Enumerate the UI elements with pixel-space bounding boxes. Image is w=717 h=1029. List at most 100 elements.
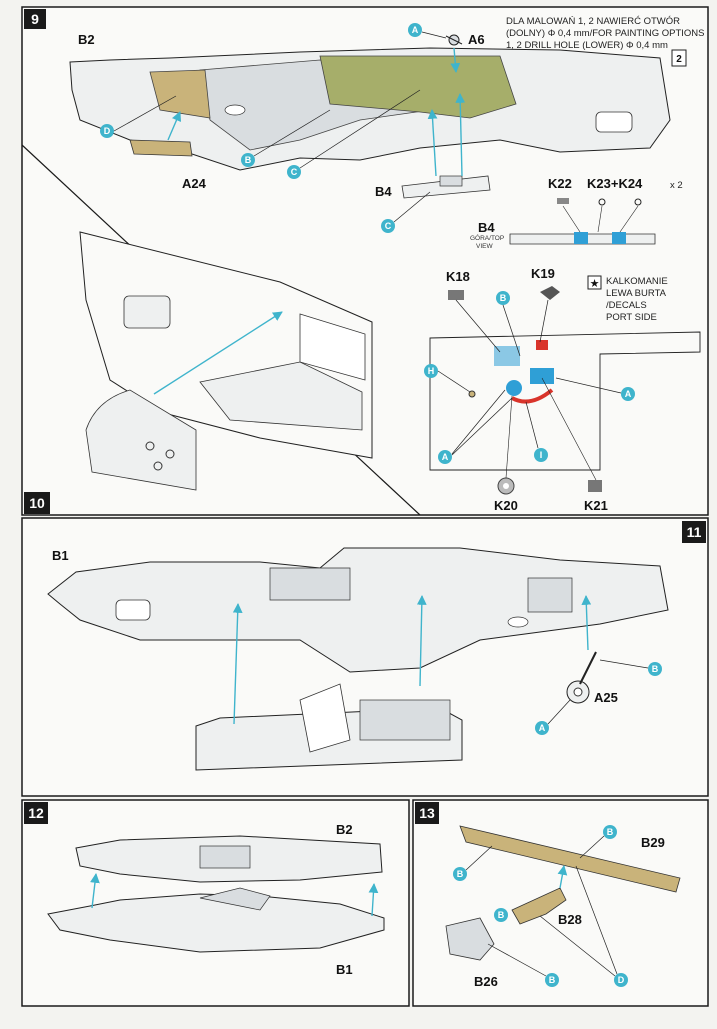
step13-callout-b4-letter: B bbox=[549, 975, 556, 985]
label-b4: B4 bbox=[375, 184, 392, 199]
interior-green-area bbox=[319, 55, 517, 119]
decal-note-line1: KALKOMANIE bbox=[606, 276, 668, 287]
detail-callout-b-letter: B bbox=[500, 293, 507, 303]
detail-callout-a2-letter: A bbox=[442, 452, 449, 462]
decal-gauge bbox=[506, 380, 522, 396]
label-b2: B2 bbox=[78, 32, 95, 47]
label-b2-step12: B2 bbox=[336, 822, 353, 837]
part-k18-icon bbox=[448, 290, 464, 300]
detail-callout-i-circle bbox=[534, 448, 548, 462]
step-10-badge bbox=[24, 492, 50, 514]
part-a24 bbox=[129, 139, 193, 157]
step13-callout-d-letter: D bbox=[618, 975, 625, 985]
callout-b-circle bbox=[241, 153, 255, 167]
fuselage-half-b1 bbox=[47, 547, 669, 673]
callout-c2-letter: C bbox=[385, 221, 392, 231]
label-b1: B1 bbox=[52, 548, 69, 563]
detail-callout-b-circle bbox=[496, 291, 510, 305]
step-12-badge bbox=[24, 802, 48, 824]
callout-c2-circle bbox=[381, 219, 395, 233]
part-k19-icon bbox=[540, 286, 560, 300]
label-b1-step12: B1 bbox=[336, 962, 353, 977]
label-b28: B28 bbox=[558, 912, 582, 927]
step13-callout-b-circle bbox=[603, 825, 617, 839]
part-b29 bbox=[459, 825, 681, 893]
decal-note-line4: PORT SIDE bbox=[606, 312, 657, 323]
callout-a-circle bbox=[408, 23, 422, 37]
part-k23-icon bbox=[598, 198, 606, 206]
part-b4 bbox=[401, 175, 491, 199]
callout-b-letter: B bbox=[245, 155, 252, 165]
label-k18: K18 bbox=[446, 269, 470, 284]
step13-callout-b2-circle bbox=[453, 867, 467, 881]
cockpit-detail-view bbox=[429, 331, 701, 471]
window-cutout bbox=[595, 111, 633, 133]
step-12-number: 12 bbox=[28, 805, 44, 821]
painting-option-badge bbox=[671, 49, 687, 67]
part-k24-icon bbox=[634, 198, 642, 206]
part-b4-top-view bbox=[509, 232, 656, 245]
detail-callout-a2-circle bbox=[438, 450, 452, 464]
fuselage-b2-step12 bbox=[75, 835, 383, 883]
step-10-number: 10 bbox=[29, 495, 45, 511]
callout-c-letter: C bbox=[291, 167, 298, 177]
step13-callout-b-letter: B bbox=[607, 827, 614, 837]
instrument-panel bbox=[85, 389, 197, 491]
step13-callout-b4-circle bbox=[545, 973, 559, 987]
detail-callout-a-circle bbox=[621, 387, 635, 401]
callout-a-letter: A bbox=[412, 25, 419, 35]
step-9-number: 9 bbox=[31, 11, 39, 27]
label-a25: A25 bbox=[594, 690, 618, 705]
step-11-number: 11 bbox=[687, 524, 702, 540]
top-view-caption: GÓRA/TOP bbox=[470, 233, 504, 242]
step11-callout-b-circle bbox=[648, 662, 662, 676]
decal-star-box bbox=[587, 275, 602, 290]
drill-note-line3: 1, 2 DRILL HOLE (LOWER) Φ 0,4 mm bbox=[506, 40, 668, 51]
landing-gear-a25 bbox=[566, 651, 597, 704]
label-k23-k24: K23+K24 bbox=[587, 176, 643, 191]
drill-note-line2: (DOLNY) Φ 0,4 mm/FOR PAINTING OPTIONS bbox=[506, 28, 704, 39]
step13-callout-d-circle bbox=[614, 973, 628, 987]
label-k19: K19 bbox=[531, 266, 555, 281]
label-k20: K20 bbox=[494, 498, 518, 513]
detail-callout-h-letter: H bbox=[428, 366, 435, 376]
top-view-caption-2: VIEW bbox=[476, 243, 493, 250]
part-a6 bbox=[445, 34, 463, 46]
callout-d-circle bbox=[100, 124, 114, 138]
label-a6: A6 bbox=[468, 32, 485, 47]
decal-note-line3: /DECALS bbox=[606, 300, 647, 311]
label-k21: K21 bbox=[584, 498, 608, 513]
step13-callout-b3-letter: B bbox=[498, 910, 505, 920]
part-k21-icon bbox=[588, 480, 602, 492]
step13-callout-b2-letter: B bbox=[457, 869, 464, 879]
step-9-badge bbox=[24, 9, 46, 29]
decal-note-line2: LEWA BURTA bbox=[606, 288, 667, 299]
detail-callout-a-letter: A bbox=[625, 389, 632, 399]
label-k22: K22 bbox=[548, 176, 572, 191]
tan-panel bbox=[149, 69, 211, 119]
step-13-badge bbox=[415, 802, 439, 824]
cockpit-floor-assembly bbox=[195, 683, 463, 771]
part-b26 bbox=[445, 917, 495, 961]
quantity-x2: x 2 bbox=[670, 180, 683, 191]
painting-option-number: 2 bbox=[676, 54, 682, 65]
step13-callout-b3-circle bbox=[494, 908, 508, 922]
star-icon: ★ bbox=[590, 278, 600, 290]
label-b29: B29 bbox=[641, 835, 665, 850]
cockpit-perspective-view bbox=[79, 231, 373, 491]
label-a24: A24 bbox=[182, 176, 207, 191]
part-b28 bbox=[511, 887, 567, 925]
callout-d-letter: D bbox=[104, 126, 111, 136]
detail-callout-h-circle bbox=[424, 364, 438, 378]
step11-callout-a-circle bbox=[535, 721, 549, 735]
drill-note-line1: DLA MALOWAŃ 1, 2 NAWIERĆ OTWÓR bbox=[506, 16, 680, 27]
fuselage-b1-step12 bbox=[47, 887, 385, 953]
callout-c-circle bbox=[287, 165, 301, 179]
step-13-number: 13 bbox=[419, 805, 435, 821]
label-b4-top: B4 bbox=[478, 220, 495, 235]
step-11-badge bbox=[682, 521, 706, 543]
label-b26: B26 bbox=[474, 974, 498, 989]
fuselage-half-b2 bbox=[69, 47, 671, 171]
